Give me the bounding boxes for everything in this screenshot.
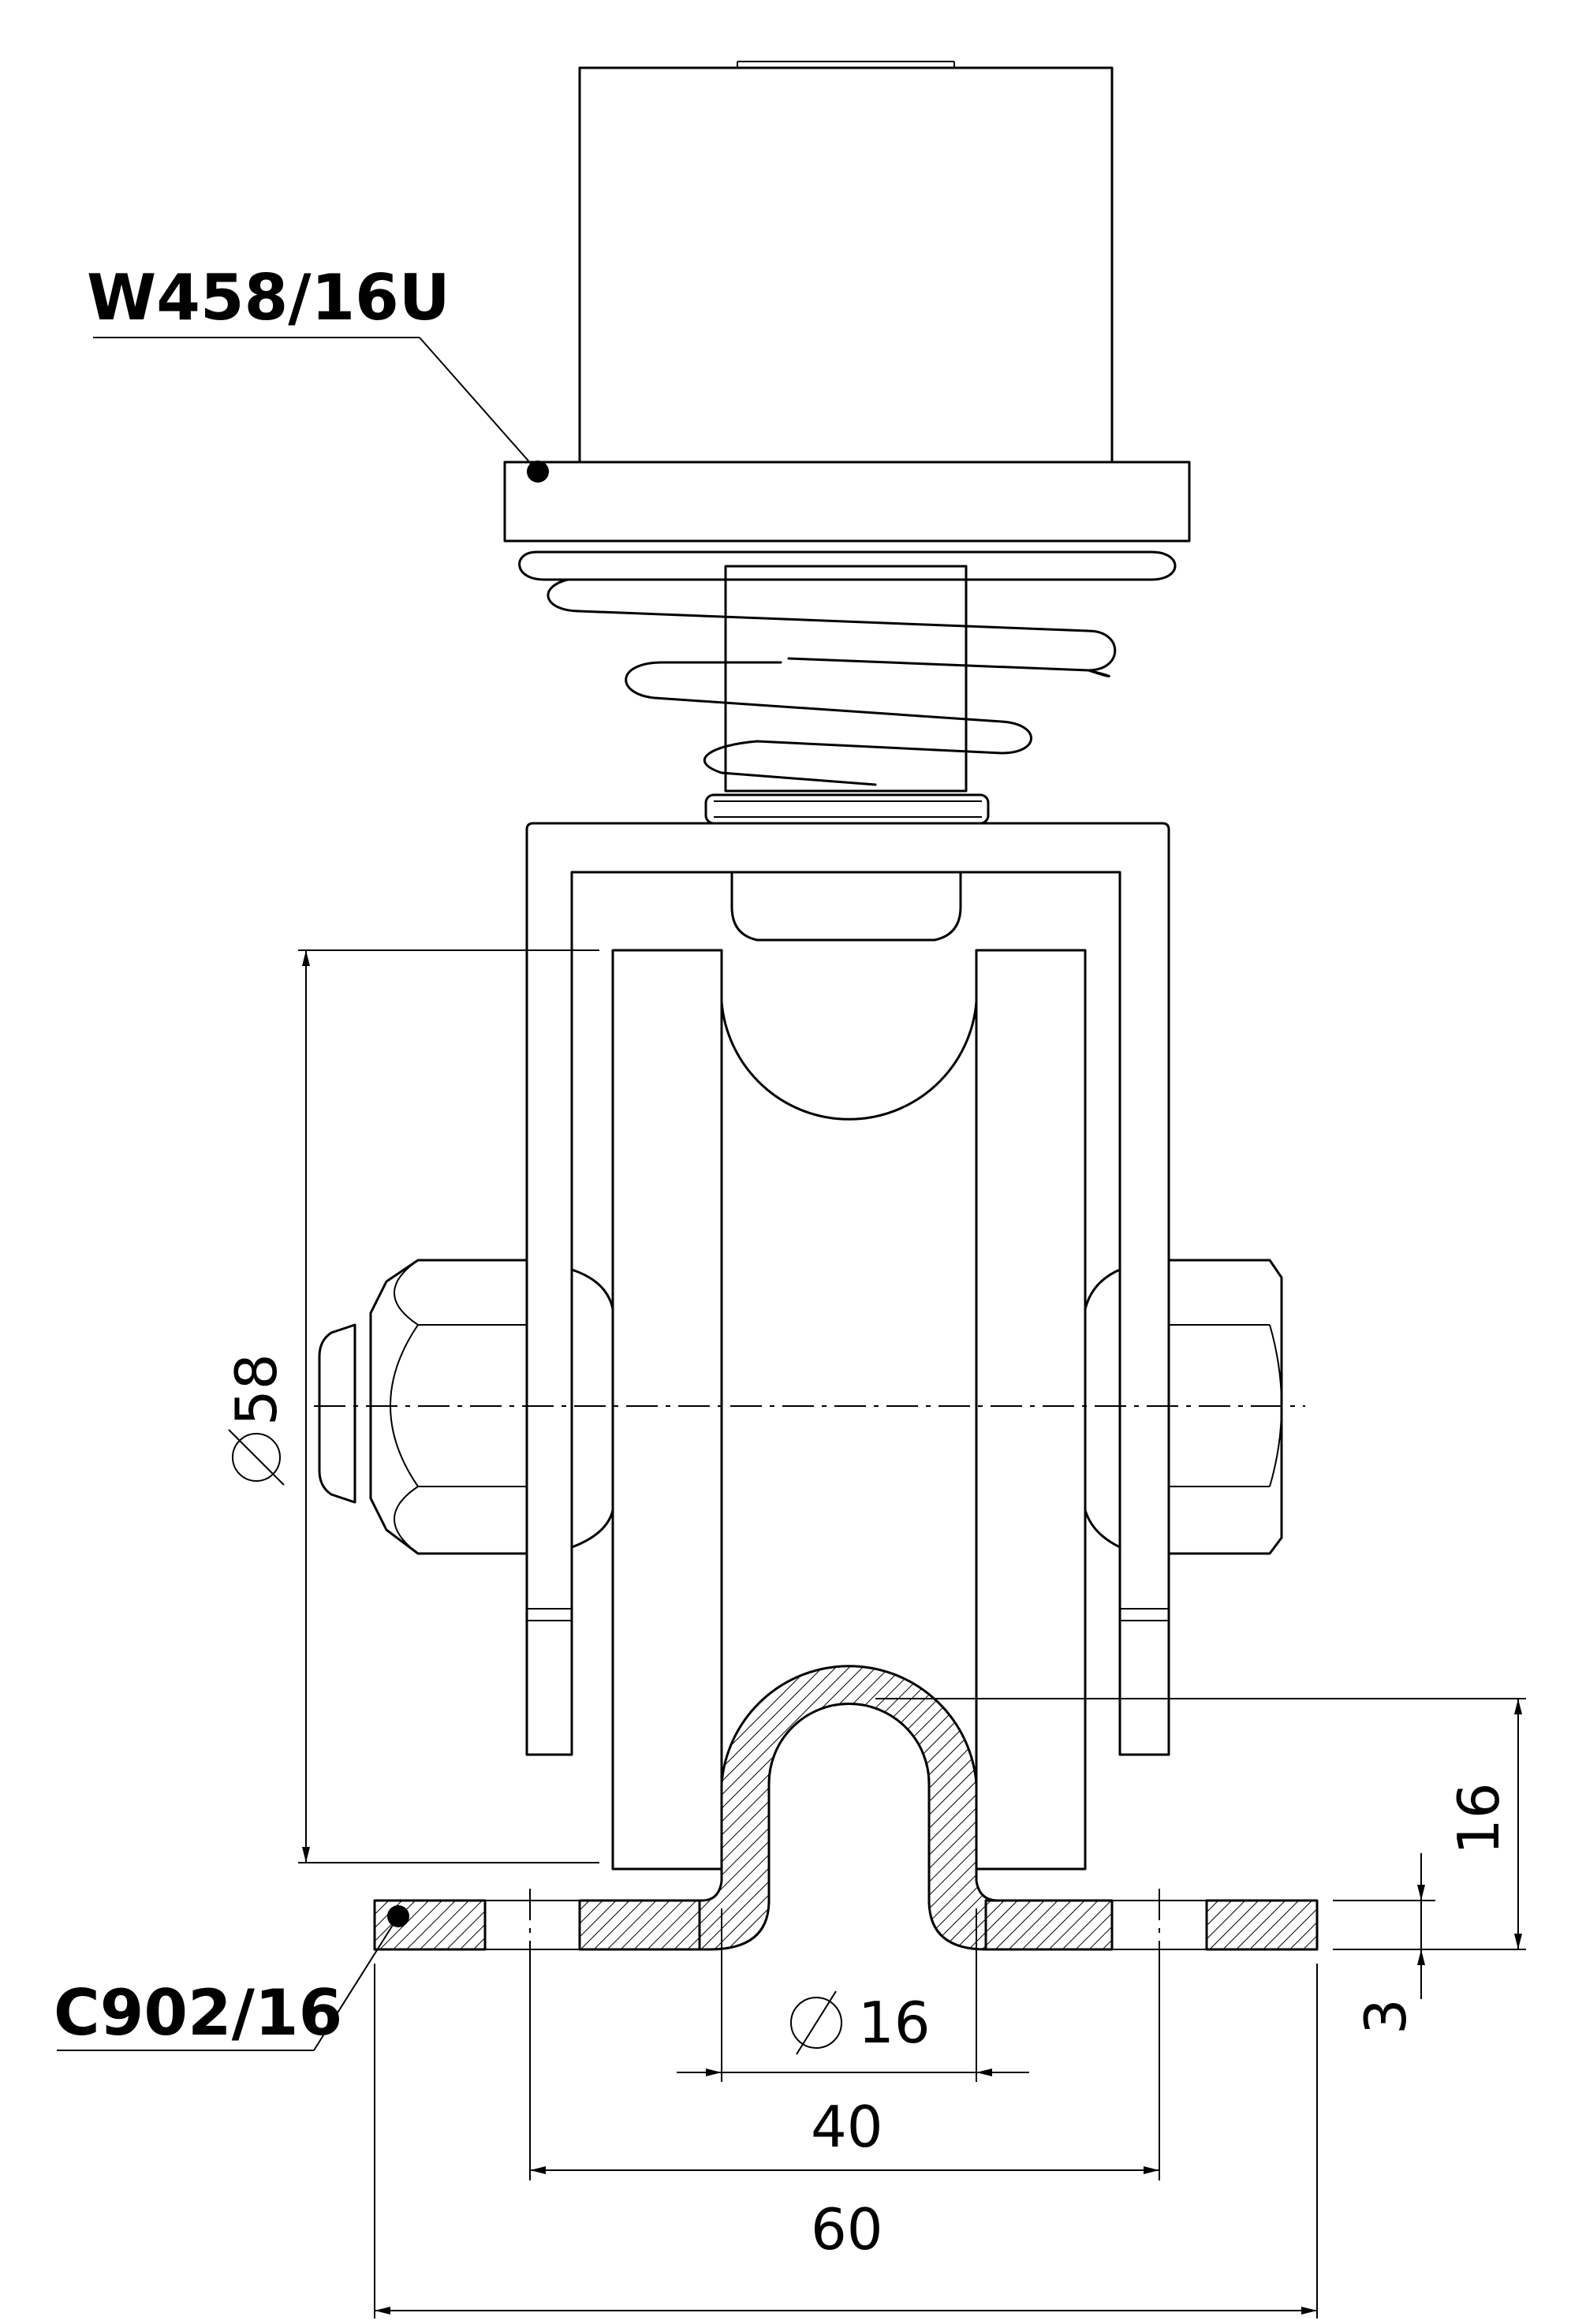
part-label-bottom: C902/16 bbox=[54, 1976, 342, 2050]
dim-hole-spacing: 40 bbox=[529, 1964, 1160, 2180]
dim-plate-width: 60 bbox=[374, 1964, 1318, 2318]
dim-rod-diameter: 16 bbox=[677, 1908, 1029, 2082]
top-housing bbox=[503, 61, 1191, 543]
hole-spacing-label: 40 bbox=[811, 2094, 883, 2160]
plate-width-label: 60 bbox=[811, 2196, 883, 2262]
leader-bottom bbox=[57, 1905, 409, 2051]
plate-thickness-label: 3 bbox=[1353, 1998, 1419, 2035]
leader-top bbox=[93, 337, 549, 483]
wheel-diameter-label: 58 bbox=[223, 1353, 289, 1426]
spring-assembly bbox=[518, 550, 1177, 825]
dim-wheel-diameter: 58 bbox=[223, 949, 599, 1863]
rod-diameter-label: 16 bbox=[858, 1990, 931, 2056]
wheel bbox=[570, 949, 1121, 1871]
dim-plate-thickness: 3 bbox=[1333, 1853, 1435, 2035]
dim-rail-height: 16 bbox=[875, 1698, 1526, 1950]
rail-plate bbox=[373, 1665, 1319, 1964]
fork-bracket bbox=[525, 822, 1170, 1756]
rail-height-label: 16 bbox=[1446, 1782, 1512, 1855]
part-label-top: W458/16U bbox=[87, 261, 450, 334]
